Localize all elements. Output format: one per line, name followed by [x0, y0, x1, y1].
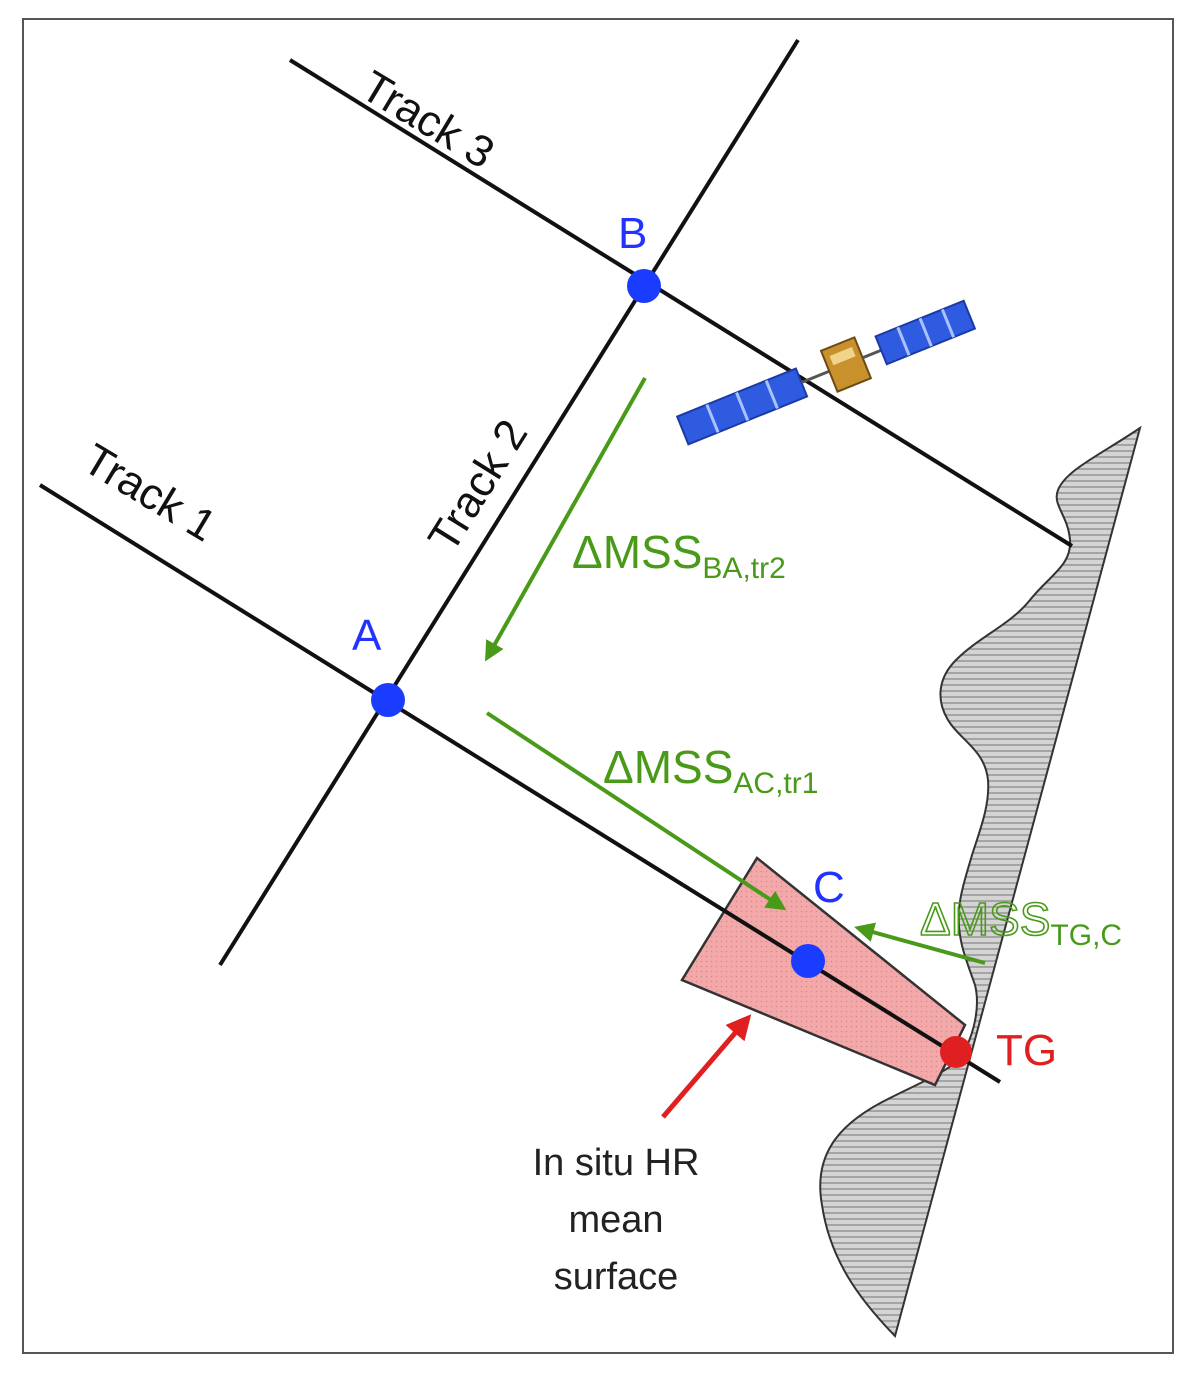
land-coastline	[819, 425, 1142, 1338]
tide-gauge-label: TG	[996, 1026, 1057, 1075]
hr-surface-pointer-arrow	[661, 1014, 752, 1119]
point-tg	[940, 1036, 972, 1068]
track-3-line	[288, 58, 1074, 548]
track-2-line	[218, 38, 800, 967]
track-1-label: Track 1	[75, 435, 225, 552]
point-a-label: A	[352, 611, 382, 660]
point-b	[627, 269, 661, 303]
delta-ac-label: ΔMSSAC,tr1	[603, 741, 818, 800]
track-1-line	[38, 483, 685, 887]
delta-tgc-label: ΔMSSTG,C	[920, 893, 1122, 952]
delta-ba-arrow	[485, 377, 647, 662]
satellite-icon	[675, 299, 977, 446]
track-3-label: Track 3	[353, 62, 503, 179]
point-b-label: B	[618, 209, 647, 258]
point-c-label: C	[813, 863, 845, 912]
hr-surface-caption-line1: In situ HR	[533, 1142, 700, 1184]
delta-ac-arrow	[485, 711, 787, 911]
delta-tgc-arrow	[854, 922, 986, 965]
delta-ba-label: ΔMSSBA,tr2	[572, 526, 786, 585]
hr-surface-caption-line2: mean	[568, 1199, 663, 1241]
point-c	[791, 944, 825, 978]
point-a	[371, 683, 405, 717]
hr-surface-caption-line3: surface	[554, 1256, 679, 1298]
